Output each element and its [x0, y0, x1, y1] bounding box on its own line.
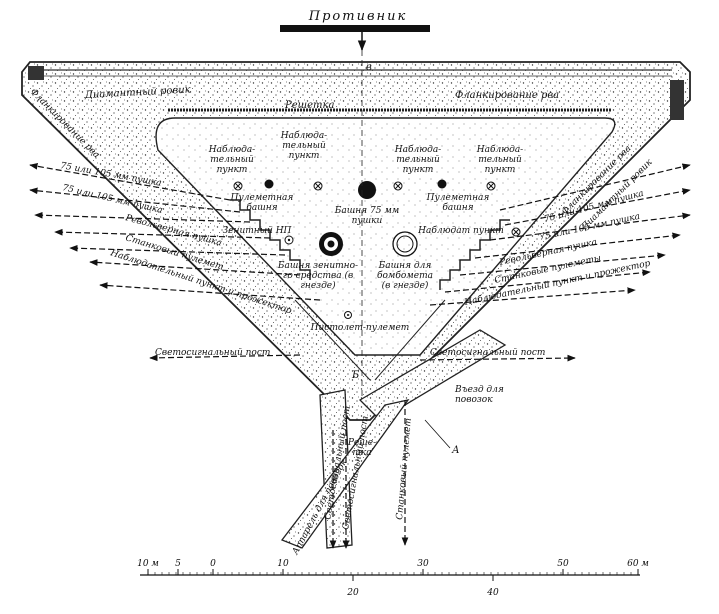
- down-arrows: [329, 400, 409, 549]
- right-steps: [439, 219, 510, 290]
- enemy-header: Противник: [280, 9, 430, 52]
- scale-label-top: 5: [175, 559, 181, 569]
- interior-features: [233, 50, 521, 400]
- fort-courtyard: [155, 117, 616, 356]
- scale-label-top: 10: [277, 559, 289, 569]
- tower-75-icon: [358, 181, 376, 199]
- flank-casemate-left: [28, 66, 44, 80]
- scale-label-top: 0: [210, 559, 216, 569]
- mg-tower-right-icon: [437, 179, 447, 189]
- aa-tower-icon: [319, 232, 343, 256]
- observation-point-icons: [233, 181, 521, 237]
- mg-tower-left-icon: [264, 179, 274, 189]
- grating-bottom-label: Реше-тка: [347, 438, 376, 458]
- flank-casemate-right: [670, 80, 684, 120]
- right-inner-wall: [374, 299, 446, 381]
- signal-left-label: Светосигнальный пост: [155, 348, 270, 358]
- left-fire-arrows: [29, 162, 321, 362]
- scale-label-top: 30: [417, 559, 429, 569]
- point-a: А: [451, 445, 460, 456]
- pistol-mg-icon: [344, 311, 352, 319]
- enemy-title: Противник: [308, 9, 407, 24]
- scale-label-top: 50: [557, 559, 569, 569]
- right-fire-arrows: [419, 163, 691, 362]
- flank-label: Фланкирование рва: [455, 90, 559, 101]
- scale-label-bottom: 40: [486, 588, 499, 598]
- left-inner-wall: [294, 299, 371, 381]
- pistol-mg-label: Пистолет-пулемет: [310, 323, 410, 333]
- fort-body: [21, 61, 691, 421]
- zenith-np-label: Зенитный НП: [223, 226, 292, 236]
- corridor-entry: [358, 329, 507, 421]
- obs-point-label: Наблюдат пункт: [417, 225, 504, 236]
- point-five: Б: [351, 370, 360, 381]
- grating-label: Решетка: [284, 100, 334, 111]
- corridors: [280, 329, 507, 549]
- mg-bottom-label: Станковый пулемет: [395, 418, 414, 521]
- enemy-bar: [280, 25, 430, 32]
- point-a-leader: [424, 419, 451, 449]
- scale-label-bottom: 20: [346, 588, 359, 598]
- point-b: в: [366, 62, 372, 73]
- signal-right-label: Светосигнальный пост: [430, 348, 545, 358]
- zenith-np-icon: [284, 235, 294, 245]
- scale-label-top: 60 м: [627, 559, 649, 569]
- left-steps: [230, 199, 311, 280]
- mortar-tower-icon: [392, 231, 418, 257]
- scale-label-top: 10 м: [137, 559, 159, 569]
- corridor-ramp: [280, 399, 410, 549]
